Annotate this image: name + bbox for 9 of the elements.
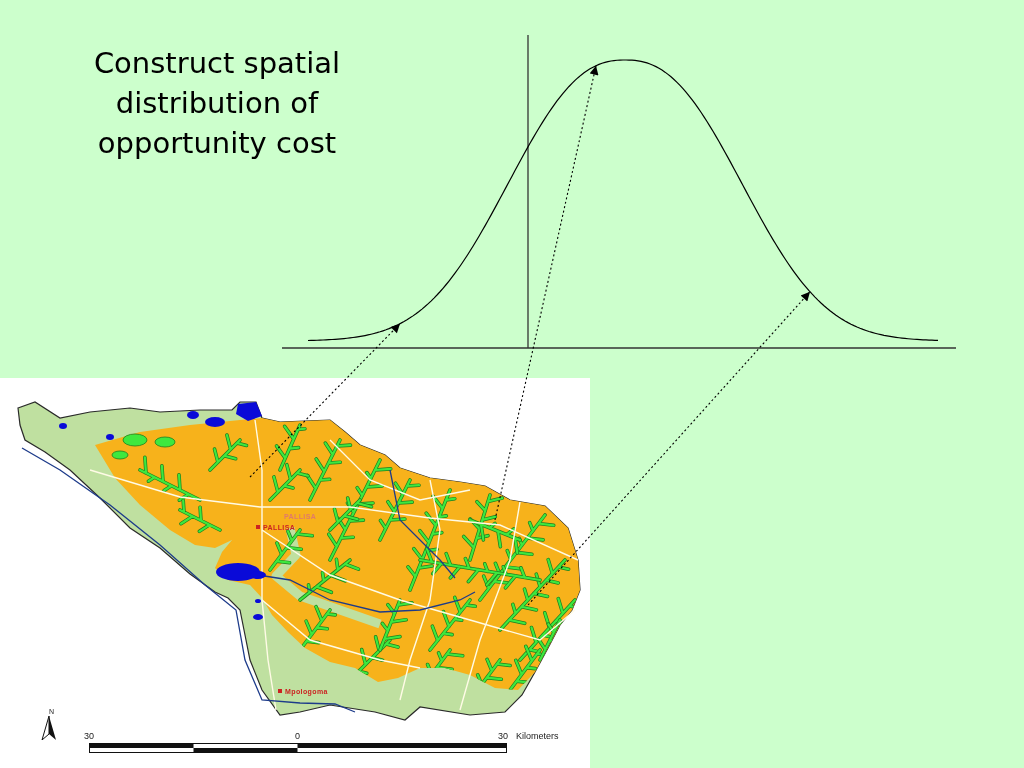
- scale-number: 0: [295, 732, 300, 741]
- dotted-arrow: [494, 65, 599, 521]
- map-drawing: [14, 398, 584, 723]
- scale-number: 30: [498, 732, 508, 741]
- dotted-arrow: [527, 291, 811, 606]
- dotted-arrow: [249, 323, 401, 478]
- scale-number: 30: [84, 732, 94, 741]
- unit-label: Kilometers: [516, 732, 559, 741]
- title: Construct spatial distribution of opportunity cost: [92, 45, 342, 162]
